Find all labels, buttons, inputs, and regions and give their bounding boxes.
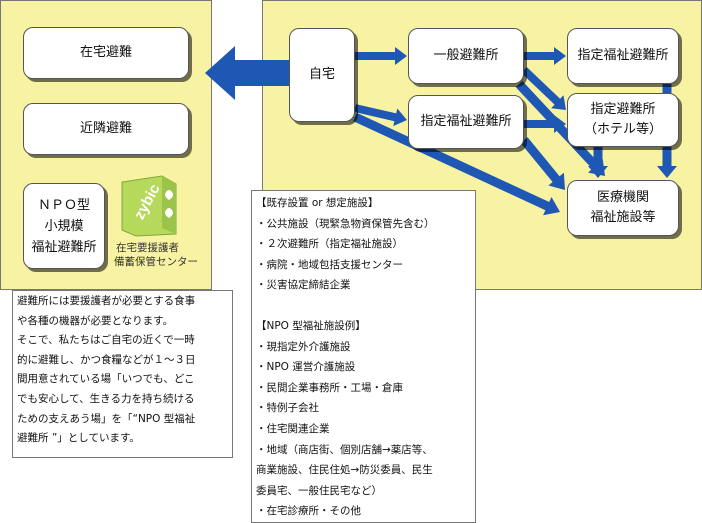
arrow-welfare-to-hotel (524, 115, 566, 133)
note-line: ・民間企業事務所・工場・倉庫 (256, 381, 403, 394)
note-line: 避難所 ”」としています。 (17, 432, 140, 445)
logo-caption-line1: 在宅要援護者 (116, 242, 179, 254)
note-line: ための支えあう場」を「“NPO 型福祉 (17, 412, 196, 425)
note-line: ・災害協定締結企業 (256, 279, 351, 292)
logo-caption-line2: 備蓄保管センター (114, 256, 198, 268)
note-line: ・NPO 運営介護施設 (256, 361, 356, 374)
arrow-welfare-to-medical (520, 137, 565, 190)
note-line: 【NPO 型福祉施設例】 (256, 319, 366, 332)
heart-icon (165, 208, 173, 218)
note-line: ・２次避難所（指定福祉施設） (256, 238, 403, 251)
npo-shelter-line1: ＮＰＯ型 (37, 197, 90, 213)
home-shelter-box: 在宅避難 (23, 27, 189, 79)
note-line: ・住宅関連企業 (256, 422, 330, 435)
note-line: そこで、私たちはご自宅の近くで一時 (17, 334, 195, 347)
nearby-shelter-label: 近隣避難 (79, 121, 132, 136)
arrow-home-to-general-shelter (355, 47, 407, 65)
arrow-home-to-left-panel (205, 46, 289, 100)
facilities-note: 【既存設置 or 想定施設】・公共施設（現緊急物資保管先含む） ・２次避難所（指定… (251, 190, 476, 523)
note-line: 委員宅、一般住民宅など） (256, 484, 382, 497)
note-line: や各種の機器が必要となります。 (17, 314, 174, 327)
hotel-shelter-line1: 指定避難所 (590, 102, 656, 117)
medical-facility-line1: 医療機関 (596, 190, 649, 205)
medical-facility-box: 医療機関 福祉施設等 (567, 180, 679, 236)
general-shelter-box: 一般避難所 (408, 28, 524, 84)
note-line: ・在宅診療所・その他 (256, 505, 361, 518)
note-line: ・公共施設（現緊急物資保管先含む） (256, 217, 435, 230)
arrow-home-to-welfare-shelter (354, 104, 407, 127)
heart-icon (165, 190, 173, 200)
home-box: 自宅 (289, 28, 355, 122)
note-line: ・地域（商店街、個別店舗→薬店等、 (256, 443, 433, 456)
arrow-home-to-medical (353, 112, 560, 216)
npo-shelter-line3: 福祉避難所 (31, 239, 97, 255)
designated-welfare-shelter-label: 指定福祉避難所 (577, 48, 669, 63)
home-label: 自宅 (308, 67, 335, 82)
note-line: ・病院・地域包括支援センター (256, 258, 403, 271)
arrow-general-to-hotel (521, 67, 566, 110)
designated-welfare-shelter-box: 指定福祉避難所 (567, 28, 679, 84)
note-line: 商業施設、住民住処→防災委員、民生 (256, 464, 433, 477)
nearby-shelter-box: 近隣避難 (23, 103, 189, 155)
home-shelter-label: 在宅避難 (79, 45, 132, 60)
note-line: ・現指定外介護施設 (256, 340, 351, 353)
explanation-note: 避難所には要援護者が必要とする食事や各種の機器が必要となります。そこで、私たちは… (12, 290, 233, 458)
general-shelter-label: 一般避難所 (433, 48, 499, 63)
arrow-hotel-to-medical (588, 147, 608, 178)
hotel-shelter-box: 指定避難所 （ホテル等） (567, 93, 679, 147)
medical-facility-line2: 福祉施設等 (590, 210, 656, 225)
npo-shelter-box: ＮＰＯ型 小規模 福祉避難所 (23, 183, 105, 269)
zybic-logo: zybic (121, 175, 177, 237)
note-line: 的に避難し、かつ食糧などが１～３日 (17, 353, 196, 366)
welfare-shelter-box: 指定福祉避難所 (408, 95, 524, 149)
arrow-general-to-medical (515, 80, 605, 176)
note-line (256, 296, 475, 316)
welfare-shelter-label: 指定福祉避難所 (420, 114, 512, 129)
hotel-shelter-line2: （ホテル等） (583, 122, 662, 137)
note-line: でも安心して、生きる力を持ち続ける (17, 392, 195, 405)
note-line: 【既存設置 or 想定施設】 (256, 197, 379, 209)
npo-shelter-line2: 小規模 (44, 218, 84, 234)
note-line: 避難所には要援護者が必要とする食事 (17, 295, 196, 307)
arrow-general-to-designated-welfare (524, 47, 566, 65)
note-line: ・特例子会社 (256, 402, 319, 415)
note-line: 間用意されている場「いつでも、どこ (17, 373, 195, 386)
